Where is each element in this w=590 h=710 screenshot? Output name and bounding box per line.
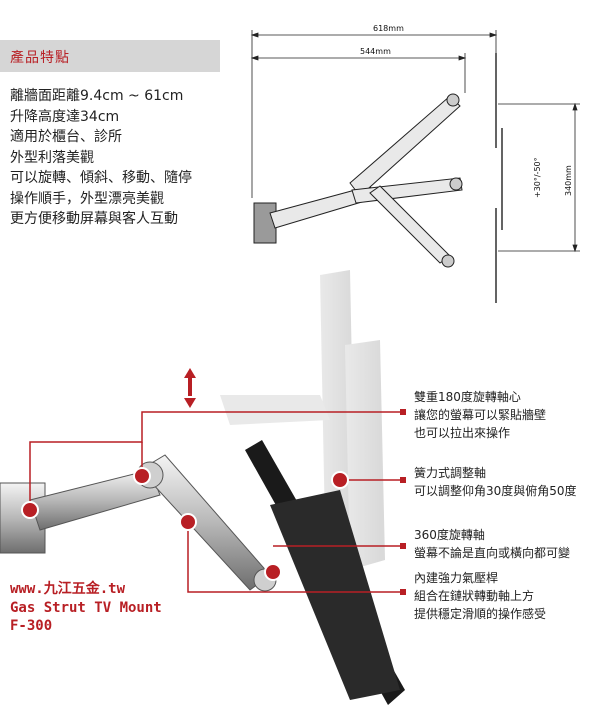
joint-markers [21, 467, 349, 581]
features-title: 產品特點 [10, 50, 70, 66]
product-model: F-300 [10, 618, 53, 634]
features-list: 離牆面距離9.4cm ~ 61cm 升降高度達34cm 適用於櫃台、診所 外型利… [10, 86, 192, 230]
feature-item: 可以旋轉、傾斜、移動、隨停 [10, 170, 192, 186]
features-header-bar: 產品特點 [0, 40, 220, 72]
height-arrow-icon [184, 368, 196, 408]
annotation-line: 讓您的螢幕可以緊貼牆壁 [414, 408, 547, 422]
feature-item: 操作順手，外型漂亮美觀 [10, 190, 164, 207]
store-info: www.九江五金.tw Gas Strut TV Mount F-300 [10, 580, 162, 636]
arm-drawing [269, 93, 463, 268]
annotation-line: 提供穩定滑順的操作感受 [414, 607, 547, 621]
annotation-spring: 簧力式調整軸 可以調整仰角30度與俯角50度 [414, 464, 577, 500]
feature-item: 外型利落美觀 [10, 149, 94, 166]
annotation-line: 螢幕不論是直向或橫向都可變 [414, 546, 571, 560]
dim-height-label: 340mm [564, 165, 573, 196]
dim-total-label: 618mm [373, 24, 404, 33]
feature-item: 適用於櫃台、診所 [10, 129, 122, 145]
dimension-diagram: 618mm 544mm 340mm +30°/-50° [250, 24, 580, 303]
monitor-front [245, 440, 405, 705]
feature-item: 更方便移動屏幕與客人互動 [10, 211, 178, 227]
annotation-title: 360度旋轉軸 [414, 528, 485, 542]
annotation-line: 可以調整仰角30度與俯角50度 [414, 484, 577, 498]
annotation-line: 組合在鏈狀轉動軸上方 [414, 589, 535, 603]
annotation-line: 也可以拉出來操作 [414, 426, 511, 440]
product-photo [0, 270, 406, 705]
callout-markers [400, 409, 406, 595]
product-name: Gas Strut TV Mount [10, 599, 162, 616]
annotation-title: 雙重180度旋轉軸心 [414, 390, 521, 404]
annotation-gas-strut: 內建強力氣壓桿 組合在鏈狀轉動軸上方 提供穩定滑順的操作感受 [414, 569, 546, 623]
feature-item: 升降高度達34cm [10, 108, 120, 125]
annotation-rotation: 360度旋轉軸 螢幕不論是直向或橫向都可變 [414, 526, 570, 562]
monitor-outline-drawing [495, 53, 503, 303]
dimension-lines [250, 30, 580, 253]
annotation-title: 簧力式調整軸 [414, 466, 487, 480]
mount-arm [29, 454, 277, 592]
annotation-title: 內建強力氣壓桿 [414, 571, 499, 585]
callout-lines [29, 411, 403, 593]
tilt-label: +30°/-50° [533, 157, 542, 198]
dim-arm-label: 544mm [360, 47, 391, 56]
store-url: www.九江五金.tw [10, 581, 126, 597]
ghost-monitor-back [220, 270, 385, 570]
feature-item: 離牆面距離9.4cm ~ 61cm [10, 88, 184, 104]
annotation-swivel: 雙重180度旋轉軸心 讓您的螢幕可以緊貼牆壁 也可以拉出來操作 [414, 388, 546, 442]
wall-plate-drawing [253, 202, 277, 244]
